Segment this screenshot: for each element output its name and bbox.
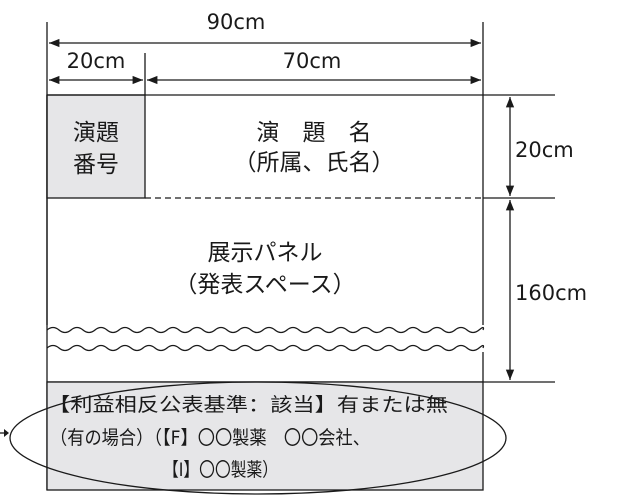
total-width-label: 90cm xyxy=(207,10,266,34)
coi-line2: （有の場合）（【F】〇〇製薬 〇〇会社、 xyxy=(50,427,370,449)
panel-height-label: 160cm xyxy=(515,281,587,305)
coi-box xyxy=(46,381,484,491)
number-box-line2: 番号 xyxy=(73,152,119,178)
break-wave-top xyxy=(46,326,485,334)
title-width-label: 70cm xyxy=(283,49,342,73)
number-width-label: 20cm xyxy=(67,49,126,73)
coi-line1: 【利益相反公表基準：該当】有または無 xyxy=(48,394,448,416)
pointer-arrow-icon xyxy=(0,429,9,437)
highlight-ellipse xyxy=(9,381,507,495)
panel-area-line2: （発表スペース） xyxy=(174,272,355,298)
panel-area-line1: 展示パネル xyxy=(208,240,323,266)
break-wave-bottom xyxy=(46,344,485,352)
title-area-line2: （所属、氏名） xyxy=(234,150,395,176)
title-area-line1: 演 題 名 xyxy=(257,120,372,146)
coi-line3: 【I】〇〇製薬） xyxy=(163,459,278,481)
number-box-line1: 演題 xyxy=(73,120,119,146)
number-box xyxy=(46,94,146,199)
title-height-label: 20cm xyxy=(515,138,574,162)
